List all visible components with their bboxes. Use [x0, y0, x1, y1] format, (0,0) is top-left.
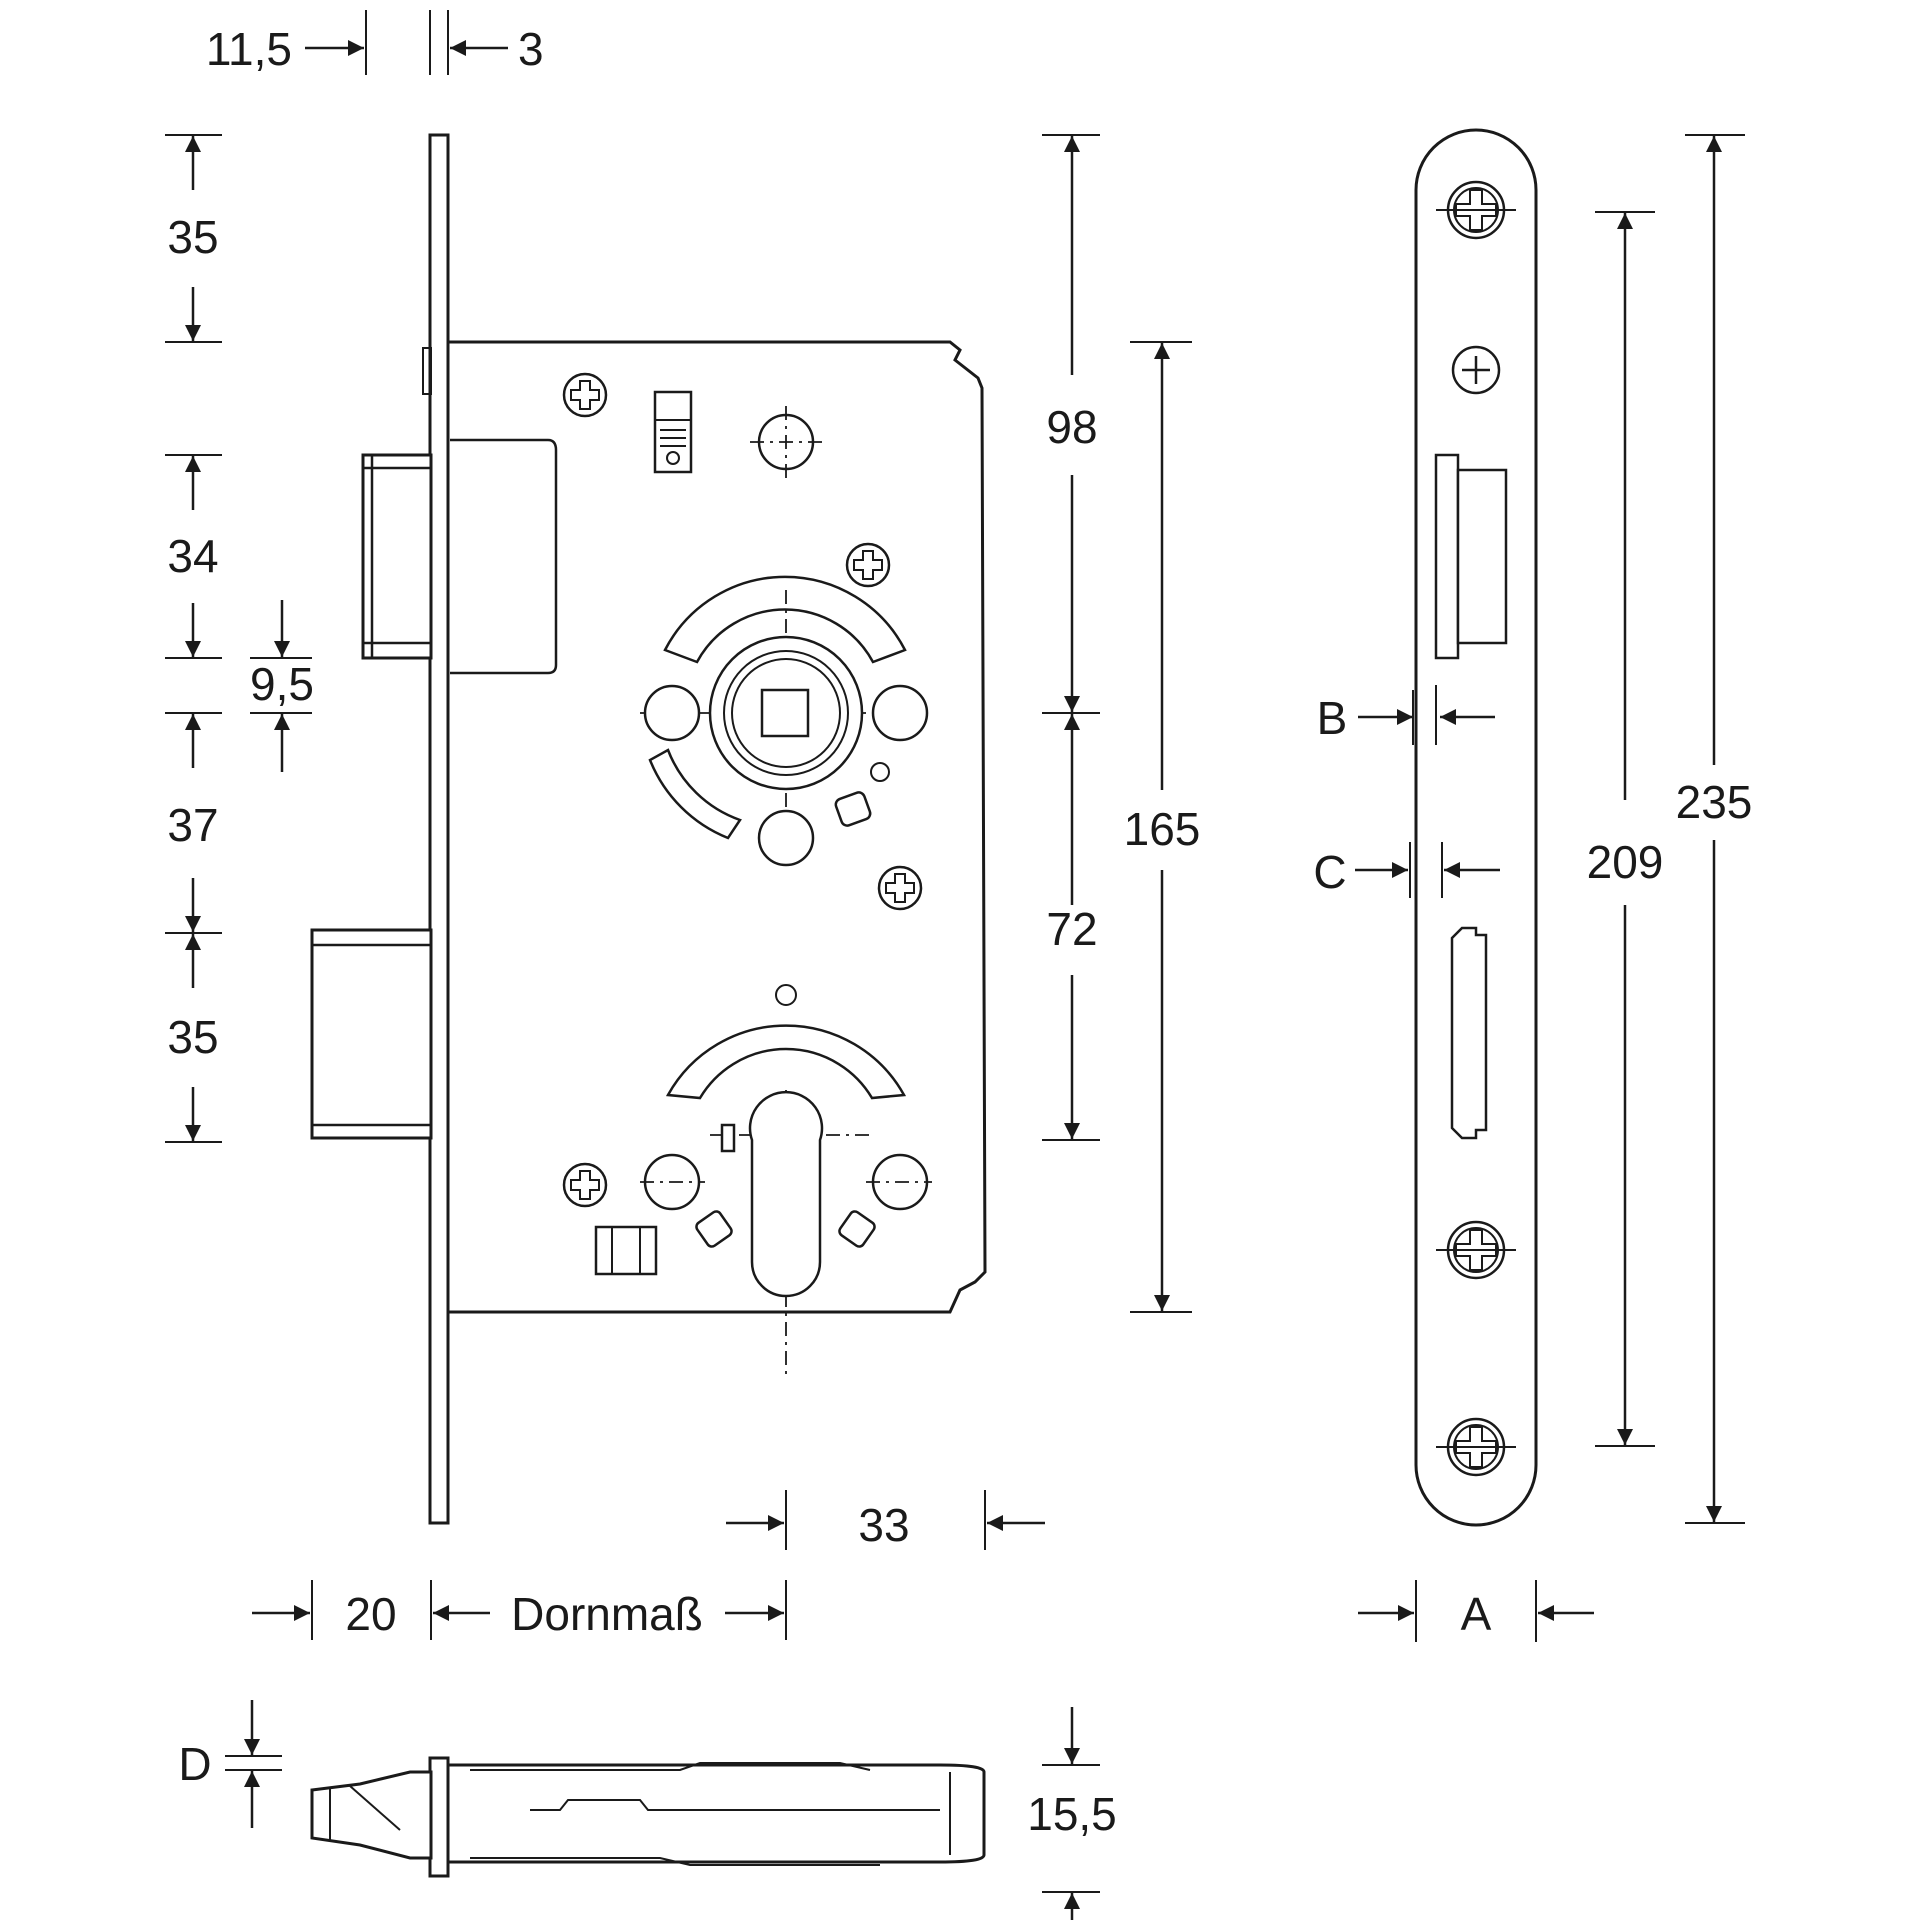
latch-housing-outline: [450, 438, 558, 675]
dim-backset: Dornmaß: [511, 1588, 703, 1640]
faceplate-screw-icon: [1436, 1417, 1516, 1477]
dim-cylinder-offset: 33: [858, 1499, 909, 1551]
faceplate-screw-icon: [1436, 1220, 1516, 1280]
faceplate-front-view: B C 209 235 A: [1313, 128, 1753, 1642]
faceplate-hole-icon: [1451, 345, 1501, 395]
dim-latch-gap: 9,5: [250, 658, 314, 710]
dim-faceplate-offset: 11,5: [206, 23, 292, 75]
lock-side-view: D 15,5: [178, 1700, 1117, 1920]
dim-c-label: C: [1313, 846, 1346, 898]
dim-case-height: 165: [1124, 803, 1201, 855]
switch-latch: [594, 1225, 658, 1276]
dim-bolt-throw: 20: [345, 1588, 396, 1640]
faceplate-side: [428, 133, 450, 1525]
dim-latch-height: 34: [167, 530, 218, 582]
dim-latch-to-bolt: 37: [167, 799, 218, 851]
left-dimension-chain: 35 34 37 35 9,5: [165, 134, 314, 1143]
dim-handle-to-cylinder: 72: [1046, 903, 1097, 955]
bolt-opening: [1450, 926, 1488, 1140]
case-tab: [422, 347, 432, 395]
lock-front-view: [310, 133, 987, 1525]
case-screw-icon: [562, 372, 608, 418]
latch-bolt: [361, 453, 433, 660]
case-screw-icon: [562, 1162, 608, 1208]
top-dimensions: 11,5 3: [206, 10, 544, 75]
faceplate-screw-icon: [1436, 180, 1516, 240]
dim-case-depth: 15,5: [1027, 1788, 1117, 1840]
dim-top-to-latch: 35: [167, 211, 218, 263]
dim-upper-distance: 98: [1046, 401, 1097, 453]
reversing-slider: [653, 390, 693, 474]
dim-d-label: D: [178, 1738, 211, 1790]
dim-faceplate-thickness: 3: [518, 23, 544, 75]
mounting-hole: [750, 406, 822, 478]
case-screw-icon: [845, 542, 891, 588]
handle-follower: [640, 575, 930, 870]
dim-faceplate-width: A: [1461, 1588, 1492, 1640]
dim-b-label: B: [1317, 692, 1348, 744]
case-screw-icon: [877, 865, 923, 911]
faceplate: [1414, 128, 1538, 1527]
bottom-dimensions: 33 20 Dornmaß: [252, 1490, 1045, 1640]
dead-bolt: [310, 928, 433, 1140]
dim-bolt-height: 35: [167, 1011, 218, 1063]
middle-dimension-chain: 98 72 165: [1042, 134, 1201, 1313]
dim-faceplate-length: 235: [1676, 776, 1753, 828]
dim-screw-spacing: 209: [1587, 836, 1664, 888]
latch-opening: [1434, 453, 1508, 660]
cylinder-cutout: [640, 984, 932, 1380]
